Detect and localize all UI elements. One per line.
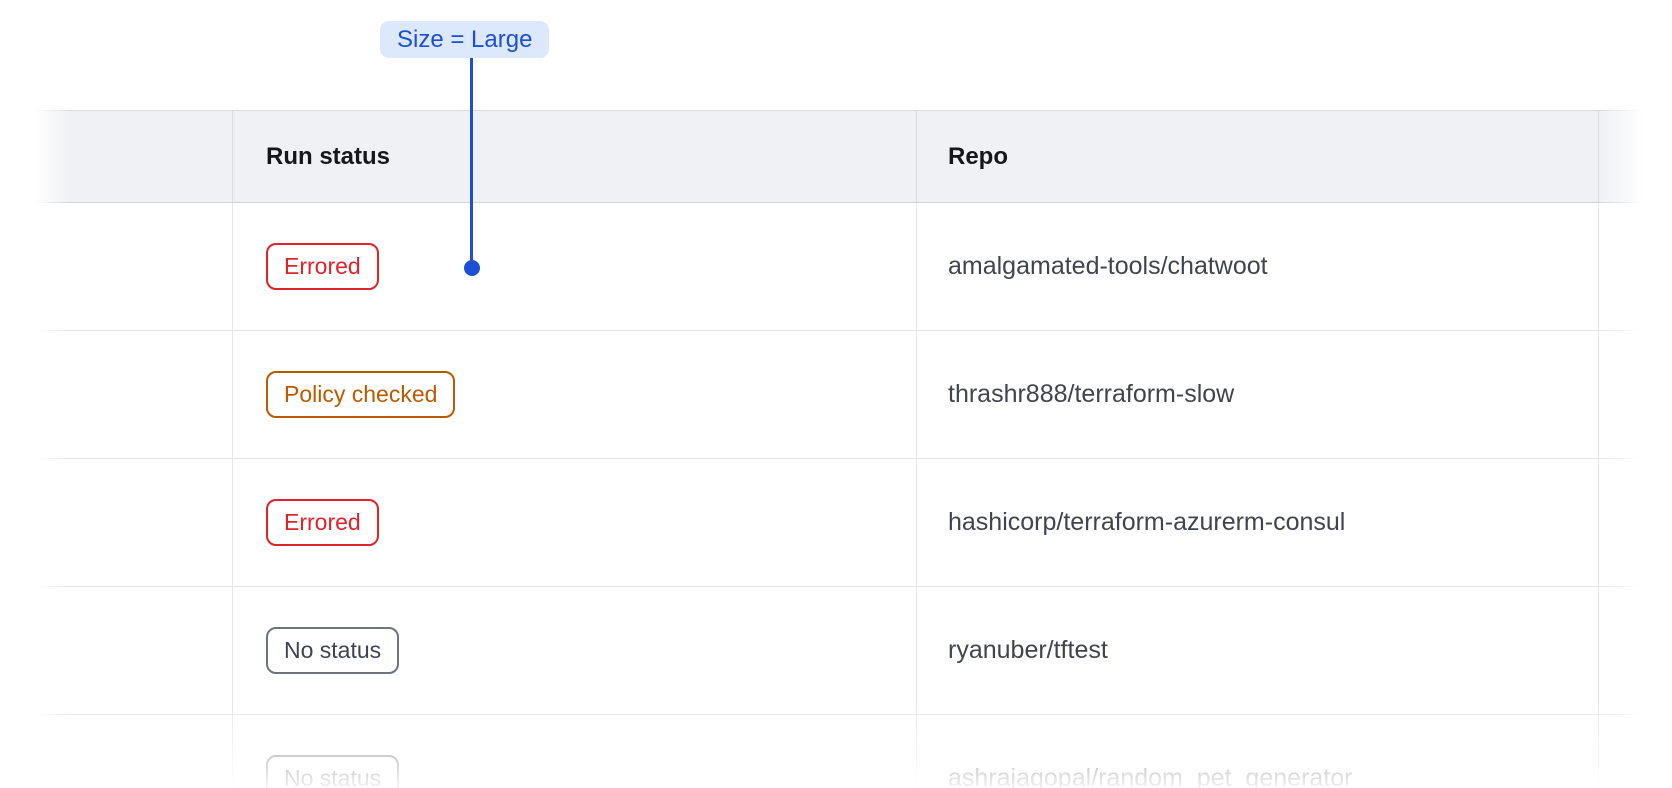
row-cell-trailing (1598, 331, 1672, 458)
row-cell-empty (0, 459, 232, 586)
row-cell-empty (0, 203, 232, 330)
run-status-badge: No status (266, 627, 400, 674)
repo-column-header: Repo (948, 142, 1008, 170)
row-cell-run-status: Errored (232, 459, 916, 586)
annotation-connector-line (470, 58, 473, 261)
row-cell-repo: ryanuber/tftest (916, 587, 1598, 714)
table-row[interactable]: Errored amalgamated-tools/chatwoot (0, 203, 1672, 331)
annotation-connector-dot (464, 260, 480, 276)
repo-name: amalgamated-tools/chatwoot (948, 252, 1268, 280)
table-row[interactable]: No status ashrajagopal/random_pet_genera… (0, 715, 1672, 788)
row-cell-trailing (1598, 715, 1672, 788)
size-annotation-pill: Size = Large (380, 21, 550, 58)
run-status-badge: No status (266, 755, 400, 788)
header-cell-trailing (1598, 111, 1672, 202)
row-cell-empty (0, 715, 232, 788)
size-annotation-label: Size = Large (397, 25, 533, 53)
row-cell-run-status: Errored (232, 203, 916, 330)
run-status-badge: Policy checked (266, 371, 456, 418)
table-row[interactable]: Policy checked thrashr888/terraform-slow (0, 331, 1672, 459)
header-cell-repo: Repo (916, 111, 1598, 202)
repo-name: ryanuber/tftest (948, 636, 1108, 664)
row-cell-trailing (1598, 203, 1672, 330)
row-cell-repo: thrashr888/terraform-slow (916, 331, 1598, 458)
repo-name: hashicorp/terraform-azurerm-consul (948, 508, 1346, 536)
row-cell-empty (0, 587, 232, 714)
run-status-badge: Errored (266, 499, 379, 546)
repo-name: thrashr888/terraform-slow (948, 380, 1235, 408)
header-cell-run-status: Run status (232, 111, 916, 202)
row-cell-run-status: No status (232, 715, 916, 788)
run-status-badge: Errored (266, 243, 379, 290)
runs-table: Run status Repo Errored amalgamated-tool… (0, 110, 1672, 788)
table-header-row: Run status Repo (0, 110, 1672, 203)
run-status-column-header: Run status (266, 142, 391, 170)
repo-name: ashrajagopal/random_pet_generator (948, 764, 1353, 788)
header-cell-empty (0, 111, 232, 202)
table-row[interactable]: Errored hashicorp/terraform-azurerm-cons… (0, 459, 1672, 587)
row-cell-run-status: Policy checked (232, 331, 916, 458)
row-cell-repo: ashrajagopal/random_pet_generator (916, 715, 1598, 788)
row-cell-trailing (1598, 587, 1672, 714)
row-cell-run-status: No status (232, 587, 916, 714)
row-cell-empty (0, 331, 232, 458)
row-cell-repo: hashicorp/terraform-azurerm-consul (916, 459, 1598, 586)
row-cell-trailing (1598, 459, 1672, 586)
row-cell-repo: amalgamated-tools/chatwoot (916, 203, 1598, 330)
table-row[interactable]: No status ryanuber/tftest (0, 587, 1672, 715)
